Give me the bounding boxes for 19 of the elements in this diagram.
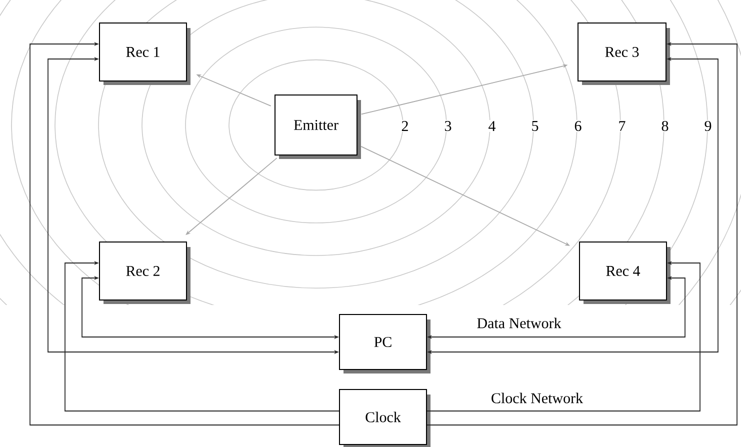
ring-number: 4: [487, 120, 497, 132]
ring-number: 6: [573, 120, 583, 132]
edge-label: Clock Network: [490, 392, 584, 404]
ring-number: 2: [400, 120, 410, 132]
arrow: [30, 42, 340, 426]
ring-number: 5: [530, 120, 540, 132]
arrow: [64, 260, 340, 412]
ring-number: 3: [443, 120, 453, 132]
box: Emitter: [274, 94, 361, 159]
box: Clock: [339, 389, 430, 447]
box: Rec 2: [99, 242, 190, 304]
ring-number: 9: [703, 120, 713, 132]
ring-number: 7: [617, 120, 627, 132]
ring-number: 8: [660, 120, 670, 132]
box: Rec 4: [579, 242, 670, 304]
box: Rec 3: [578, 22, 670, 85]
box: PC: [339, 314, 430, 374]
edge-label: Data Network: [476, 316, 562, 330]
box: Rec 1: [99, 22, 190, 85]
